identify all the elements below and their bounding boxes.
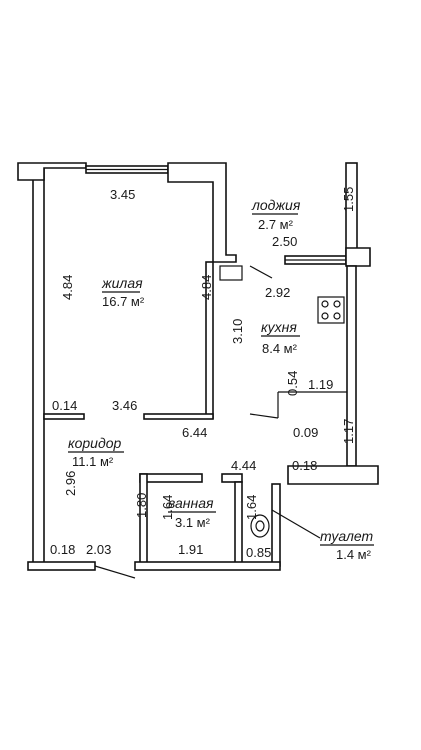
- room-name-loggia: лоджия: [251, 197, 301, 213]
- stove-burner-icon: [333, 300, 341, 308]
- dim-kitchen-niche-h: 1.19: [308, 377, 333, 392]
- room-labels: жилая 16.7 м² лоджия 2.7 м² кухня 8.4 м²…: [68, 197, 374, 562]
- dim-corridor-long: 6.44: [182, 425, 207, 440]
- dim-kitchen-left: 3.10: [230, 319, 245, 344]
- dim-kitchen-niche-small: 0.09: [293, 425, 318, 440]
- dim-living-right: 4.84: [199, 275, 214, 300]
- bath-toilet-wall: [234, 481, 243, 567]
- room-name-kitchen: кухня: [261, 319, 297, 335]
- kitchen-window-cap: [345, 247, 371, 267]
- dim-toilet-left: 1.64: [244, 495, 259, 520]
- stove-burner-icon: [321, 300, 329, 308]
- bottom-wall-right: [134, 561, 281, 571]
- dimension-labels: 3.45 4.84 4.84 1.55 2.50 2.92 3.10 0.54 …: [50, 187, 356, 560]
- stove-icon: [317, 296, 345, 324]
- room-area-living: 16.7 м²: [102, 294, 145, 309]
- toilet-fixture: [250, 514, 270, 538]
- dim-loggia-bottom: 2.50: [272, 234, 297, 249]
- dim-toilet-offset: 0.18: [292, 458, 317, 473]
- room-area-loggia: 2.7 м²: [258, 217, 294, 232]
- stove-burner-icon: [321, 312, 329, 320]
- bath-top-wall-left: [139, 473, 203, 483]
- dim-bath-top: 4.44: [231, 458, 256, 473]
- walls: [17, 162, 379, 579]
- room-area-corridor: 11.1 м²: [72, 454, 114, 469]
- room-area-toilet: 1.4 м²: [336, 547, 372, 562]
- balcony-door-icon: [249, 265, 273, 279]
- living-corridor-wall-left: [43, 413, 85, 420]
- room-area-bathroom: 3.1 м²: [175, 515, 211, 530]
- top-left-wall-cap: [17, 162, 87, 181]
- dim-right-step: 1.17: [341, 419, 356, 444]
- room-area-kitchen: 8.4 м²: [262, 341, 298, 356]
- dim-bath-bottom: 1.91: [178, 542, 203, 557]
- room-name-living: жилая: [101, 275, 143, 291]
- dim-living-bottom: 3.46: [112, 398, 137, 413]
- toilet-icon: [250, 514, 270, 538]
- dim-living-left: 4.84: [60, 275, 75, 300]
- dim-bath-left-outer: 1.80: [134, 493, 149, 518]
- dim-bath-left-inner: 1.64: [160, 495, 175, 520]
- dim-corridor-left: 2.96: [63, 471, 78, 496]
- kitchen-fixtures: [219, 265, 345, 324]
- dim-entry-width: 2.03: [86, 542, 111, 557]
- dim-kitchen-top: 2.92: [265, 285, 290, 300]
- living-kitchen-partition-top: [167, 162, 237, 263]
- bath-left-wall: [139, 473, 148, 567]
- dim-loggia-side: 1.55: [341, 187, 356, 212]
- living-corridor-wall-right: [143, 413, 214, 420]
- vent-shaft-icon: [219, 265, 243, 281]
- dim-toilet-bottom: 0.85: [246, 545, 271, 560]
- right-step-wall: [287, 465, 379, 485]
- room-name-toilet: туалет: [320, 528, 374, 544]
- room-name-bathroom: ванная: [168, 495, 214, 511]
- dim-living-top: 3.45: [110, 187, 135, 202]
- room-name-corridor: коридор: [68, 435, 121, 451]
- bath-top-wall-right: [221, 473, 243, 483]
- left-outer-wall: [32, 167, 45, 569]
- bottom-wall-left: [27, 561, 96, 571]
- dim-corridor-wall-offset: 0.14: [52, 398, 77, 413]
- toilet-right-wall: [271, 483, 281, 567]
- stove-burner-icon: [333, 312, 341, 320]
- dim-kitchen-niche-v: 0.54: [285, 371, 300, 396]
- dim-entry-offset: 0.18: [50, 542, 75, 557]
